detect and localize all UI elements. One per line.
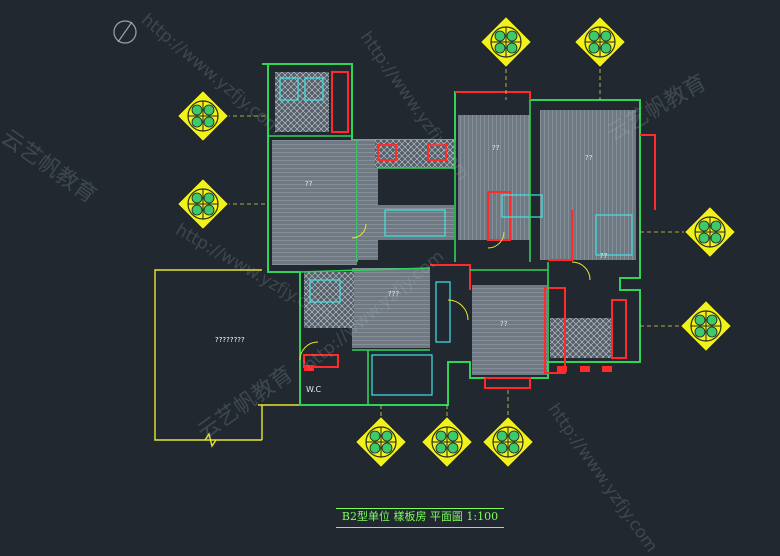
floor-areas <box>272 110 636 375</box>
terrace-outline <box>154 269 300 448</box>
red-partitions <box>303 71 656 389</box>
section-leaders <box>226 62 690 420</box>
tiled-areas <box>275 72 612 358</box>
floor-plan-drawing: ???????? ?? ?? ?? ??? ?? ?? W.C <box>113 15 737 469</box>
terrace-label: ???????? <box>215 336 245 344</box>
interior-walls <box>268 100 549 405</box>
fixtures <box>279 77 633 396</box>
room-mark-bedroom-3: ?? <box>500 320 508 328</box>
title-rule-bottom <box>336 527 504 528</box>
drawing-title-block: B2型单位 樣板房 平面圖 1:100 <box>336 508 504 528</box>
north-arrow-icon <box>113 20 137 44</box>
red-accents <box>304 365 612 372</box>
room-labels: ???????? ?? ?? ?? ??? ?? ?? W.C <box>215 144 608 394</box>
room-mark-dining: ??? <box>388 290 399 298</box>
room-mark-bedroom-1: ?? <box>492 144 500 152</box>
wc-label: W.C <box>306 385 322 394</box>
room-mark-living: ?? <box>305 180 313 188</box>
door-swings <box>299 223 591 361</box>
title-rule-top <box>336 508 504 509</box>
room-mark-closet: ?? <box>600 252 608 260</box>
building-walls <box>262 63 641 406</box>
drawing-title: B2型单位 樣板房 平面圖 1:100 <box>341 510 499 523</box>
room-mark-bedroom-2: ?? <box>585 154 593 162</box>
